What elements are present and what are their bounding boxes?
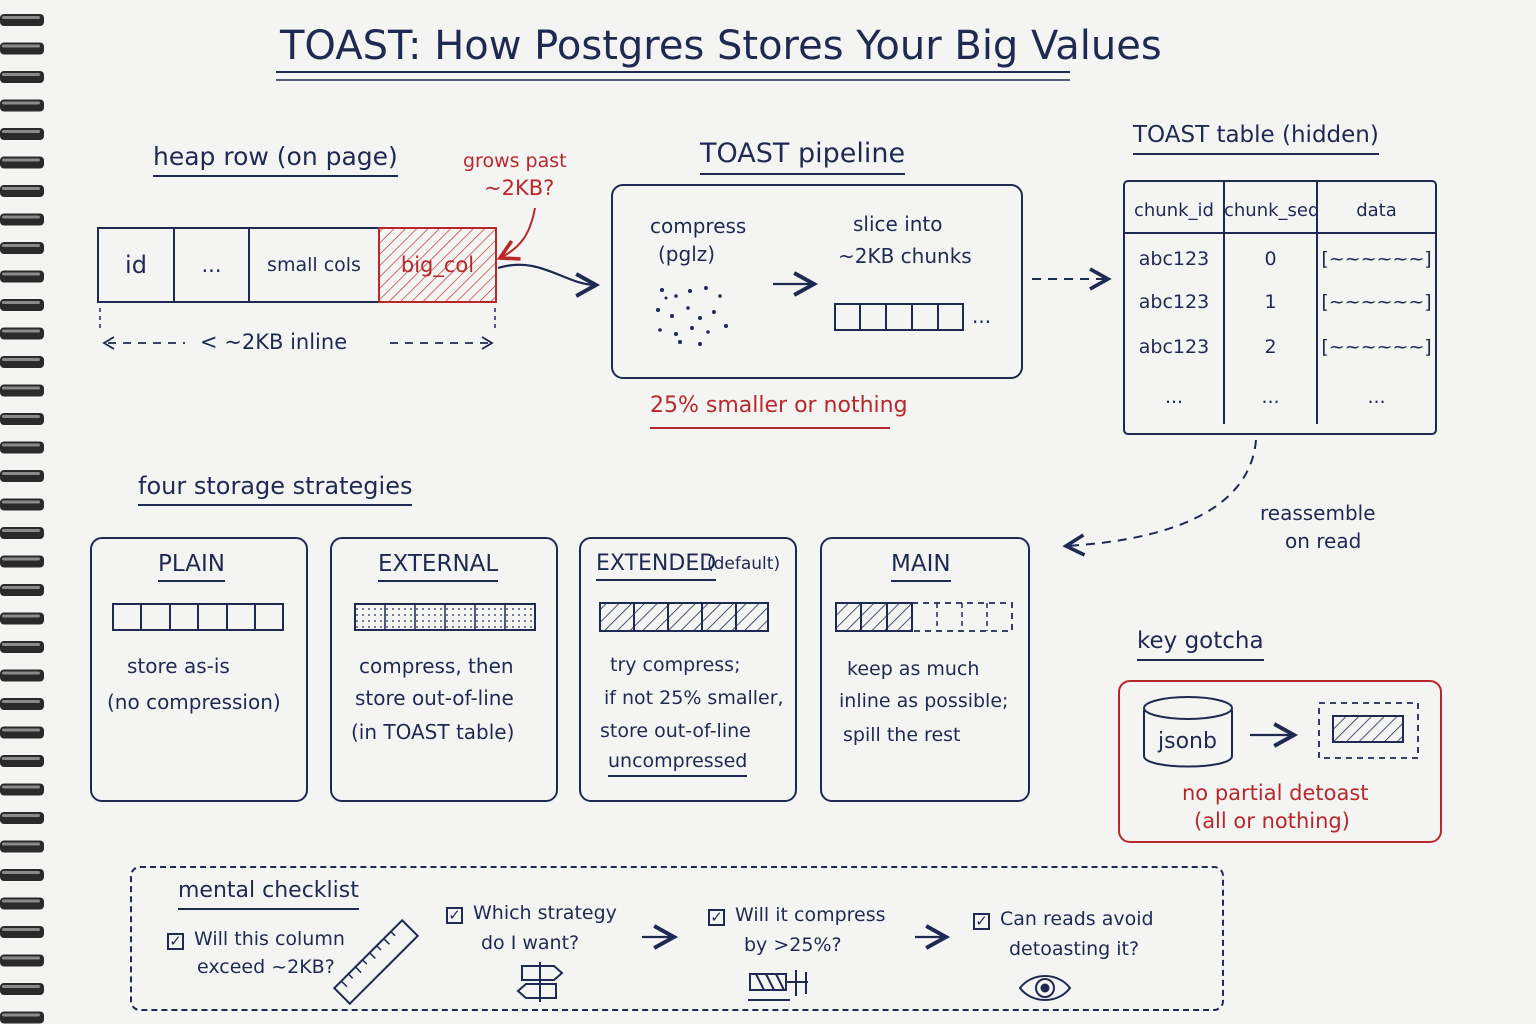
toast-table-cell: ... [1261, 386, 1280, 408]
strategy-name-extended: EXTENDED [596, 553, 717, 581]
toast-table-cell: [~~~~~~] [1321, 336, 1432, 358]
strategy-card-external [330, 537, 558, 802]
strategy-line: try compress; [610, 654, 741, 676]
checkbox-icon[interactable]: ✓ [708, 909, 725, 926]
strategy-card-extended [579, 537, 797, 802]
ruler-icon [332, 918, 420, 1006]
strategy-name-main: MAIN [891, 553, 951, 582]
extended-strip [599, 602, 769, 632]
slice-size-label: ~2KB chunks [838, 244, 972, 268]
toast-table-header-1: chunk_seq [1224, 200, 1320, 221]
toast-table-cell: 0 [1264, 248, 1277, 270]
heap-cell-ellipsis: ... [201, 253, 222, 277]
heap-cell-small-cols: small cols [267, 254, 361, 276]
strategy-line: uncompressed [608, 752, 748, 777]
database-cylinder-icon [1143, 696, 1233, 768]
checkbox-icon[interactable]: ✓ [973, 913, 990, 930]
reassemble-on-read-label: on read [1285, 529, 1362, 553]
strategy-card-main [820, 537, 1030, 802]
checklist-box [130, 866, 1224, 1011]
strategy-card-plain [90, 537, 308, 802]
checklist-item-line2: exceed ~2KB? [197, 956, 335, 978]
heap-row-heading: heap row (on page) [153, 144, 398, 177]
spiral-binding [0, 14, 44, 1024]
strategy-line: (no compression) [107, 690, 281, 714]
pipeline-heading: TOAST pipeline [700, 140, 906, 175]
strategy-name-plain: PLAIN [158, 553, 225, 582]
grows-past-note: grows past [463, 150, 567, 172]
chunk-ellipsis: ... [972, 304, 992, 328]
strategy-name-external: EXTERNAL [378, 553, 499, 582]
heap-cell-big-col: big_col [400, 253, 475, 277]
checklist-item: ✓Which strategy [446, 904, 617, 924]
external-strip [354, 603, 536, 631]
toast-table-heading: TOAST table (hidden) [1133, 124, 1379, 155]
strategy-line: store as-is [127, 654, 230, 678]
signpost-icon [516, 962, 564, 1002]
reassemble-label: reassemble [1260, 501, 1376, 525]
toast-table-cell: abc123 [1138, 248, 1210, 270]
toast-table-cell: abc123 [1138, 336, 1210, 358]
checklist-item: ✓Can reads avoid [973, 910, 1154, 930]
compress-label: compress [650, 214, 747, 238]
checklist-heading: mental checklist [178, 880, 359, 910]
checklist-item-line2: detoasting it? [1009, 938, 1140, 960]
main-strip [835, 602, 1013, 632]
toast-table-grid [1123, 180, 1437, 435]
toast-table-header-2: data [1356, 200, 1397, 221]
strategy-line: inline as possible; [839, 690, 1009, 712]
grows-past-size-note: ~2KB? [484, 176, 555, 200]
checklist-item-line2: by >25%? [744, 934, 842, 956]
strategy-line: keep as much [847, 658, 980, 680]
checkbox-icon[interactable]: ✓ [446, 907, 463, 924]
plain-strip [112, 603, 284, 631]
compressed-dots [656, 286, 728, 346]
toast-table-cell: ... [1164, 386, 1184, 408]
strategy-line: if not 25% smaller, [604, 687, 784, 709]
eye-icon [1018, 975, 1072, 1001]
strategy-line: store out-of-line [600, 720, 751, 742]
toast-table-cell: abc123 [1138, 291, 1210, 313]
gotcha-line: no partial detoast [1182, 781, 1369, 805]
pipeline-box [611, 184, 1023, 379]
strategy-line: store out-of-line [355, 686, 514, 710]
checklist-item: ✓Will it compress [708, 906, 886, 926]
jsonb-label: jsonb [1158, 729, 1217, 754]
toast-table-cell: ... [1367, 386, 1386, 408]
strategy-default-tag: (default) [707, 554, 781, 574]
toast-table-cell: 1 [1264, 291, 1277, 313]
strategy-line: compress, then [359, 654, 514, 678]
chunk-strip [834, 303, 964, 331]
strategy-line: spill the rest [843, 724, 961, 746]
checklist-item: ✓Will this column [167, 930, 345, 950]
slice-label: slice into [853, 212, 943, 236]
heap-cell-id: id [125, 251, 147, 279]
page-title: TOAST: How Postgres Stores Your Big Valu… [280, 23, 1162, 69]
compression-threshold: 25% smaller or nothing [650, 393, 908, 418]
toast-table-cell: [~~~~~~] [1321, 248, 1432, 270]
toast-table-cell: [~~~~~~] [1321, 291, 1432, 313]
heap-row-box [97, 227, 497, 303]
strategies-heading: four storage strategies [138, 474, 413, 506]
clamp-icon [748, 970, 808, 1001]
compress-algo-label: (pglz) [658, 242, 716, 266]
inline-size-label: < ~2KB inline [200, 330, 348, 354]
checkbox-icon[interactable]: ✓ [167, 933, 184, 950]
gotcha-box [1118, 680, 1442, 843]
toast-table-cell: 2 [1264, 336, 1277, 358]
toast-table-header-0: chunk_id [1134, 200, 1214, 221]
checklist-item-line2: do I want? [481, 932, 580, 954]
strategy-line: (in TOAST table) [351, 720, 515, 744]
gotcha-heading: key gotcha [1137, 630, 1264, 661]
gotcha-line: (all or nothing) [1194, 809, 1350, 833]
